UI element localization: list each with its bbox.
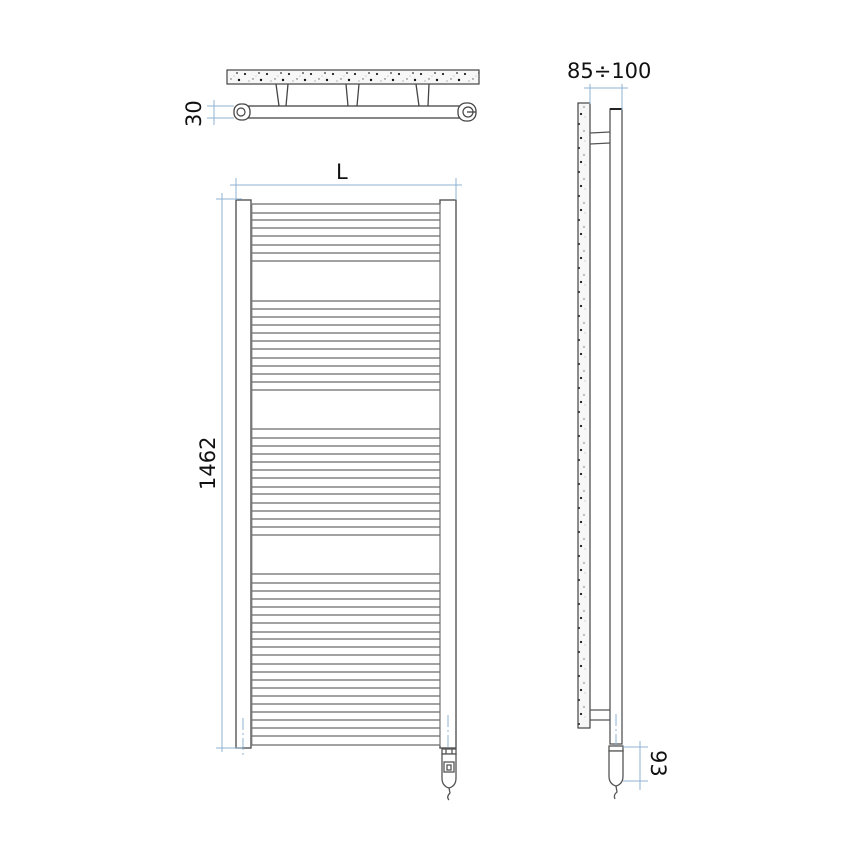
- front-view: [216, 178, 462, 801]
- dimension-label-width: L: [336, 160, 348, 184]
- dimension-label-height: 1462: [196, 436, 220, 490]
- radiator-side: [609, 108, 623, 745]
- top-view: [207, 69, 480, 125]
- side-brackets: [589, 131, 611, 721]
- dimension-label-depth: 30: [182, 100, 206, 127]
- wall-brackets: [275, 83, 430, 107]
- dimension-label-heater-height: 93: [646, 750, 670, 777]
- wall-section: [577, 102, 591, 729]
- wall-strip: [226, 69, 480, 85]
- side-heater: [608, 745, 624, 800]
- dimension-height: [216, 193, 242, 752]
- dimension-heater-height: [623, 741, 648, 790]
- dimension-label-wall-distance: 85÷100: [567, 59, 652, 83]
- left-post: [235, 199, 252, 749]
- horizontal-bars: [252, 203, 440, 746]
- dimension-wall-distance: [584, 84, 628, 110]
- side-view: [577, 84, 648, 800]
- electric-heater: [441, 748, 457, 801]
- dimension-width: [230, 178, 462, 200]
- dimension-depth: [207, 100, 234, 125]
- top-tube: [247, 105, 461, 119]
- right-post: [439, 199, 457, 749]
